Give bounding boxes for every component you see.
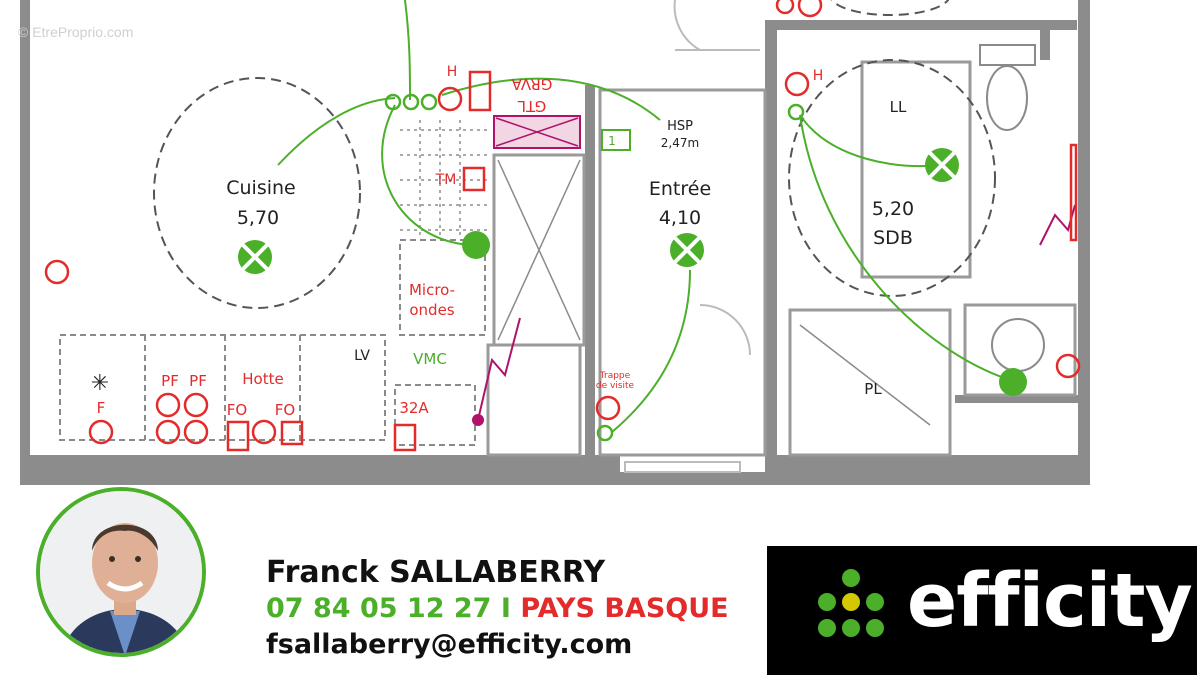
tm-label: TM (435, 172, 457, 188)
floor-plan: Cuisine 5,70 Entrée 4,10 5,20 SDB HSP 2,… (18, 0, 1090, 485)
wiring (277, 0, 1011, 433)
ll-label: LL (890, 98, 907, 116)
entry-area: 4,10 (659, 207, 701, 229)
box-1 (601, 129, 631, 151)
agent-phone[interactable]: 07 84 05 12 27 (266, 593, 492, 624)
kitchen-area: 5,70 (237, 207, 279, 229)
fridge-label: F (97, 399, 106, 417)
efficity-dots-icon (818, 569, 884, 637)
trapdoor-line2: de visite (596, 381, 635, 391)
hood-label: Hotte (242, 370, 283, 388)
vmc-label: VMC (413, 350, 447, 368)
hsp-title: HSP (667, 119, 693, 134)
microwave-line1: Micro- (409, 281, 455, 299)
room-zones (153, 0, 996, 309)
gtl-box (493, 115, 581, 149)
walls (20, 0, 1090, 485)
agent-region: PAYS BASQUE (520, 593, 729, 624)
fo-label-2: FO (275, 401, 295, 419)
fridge-icon: ✳ (91, 371, 109, 396)
lv-label: LV (354, 348, 370, 364)
h-label-2: H (813, 68, 824, 84)
bathroom-name: SDB (873, 227, 913, 249)
light-points (238, 148, 1027, 396)
phone-row: 07 84 05 12 27 I PAYS BASQUE (266, 591, 729, 627)
watermark: © EtreProprio.com (18, 24, 134, 40)
separator: I (491, 593, 521, 624)
agent-avatar (36, 487, 206, 657)
bathroom-area: 5,20 (872, 198, 914, 220)
trapdoor-line1: Trappe (599, 371, 631, 381)
switches (384, 93, 805, 442)
pf-label-1: PF (161, 372, 179, 390)
box-number: 1 (608, 134, 616, 148)
shelving (400, 120, 490, 235)
toilet (979, 44, 1045, 372)
logo-text: efficity (907, 558, 1193, 644)
gtl-label: GTL (517, 97, 546, 115)
kitchen-name: Cuisine (226, 177, 296, 199)
grva-label: GRVA (511, 75, 553, 93)
hsp-value: 2,47m (661, 136, 699, 150)
sockets (44, 0, 1081, 452)
shaft (497, 159, 931, 426)
agent-email[interactable]: fsallaberry@efficity.com (266, 629, 633, 660)
entry-name: Entrée (649, 178, 711, 200)
pf-label-2: PF (189, 372, 207, 390)
contact-block: Franck SALLABERRY 07 84 05 12 27 I PAYS … (266, 555, 729, 663)
microwave-line2: ondes (409, 301, 454, 319)
efficity-logo: efficity (767, 546, 1197, 675)
agent-name: Franck SALLABERRY (266, 555, 606, 590)
breaker-label: 32A (399, 399, 429, 417)
doors (624, 0, 760, 473)
interior-walls (486, 60, 1077, 457)
h-label-1: H (447, 64, 458, 80)
fo-label-1: FO (227, 401, 247, 419)
pl-label: PL (864, 380, 882, 398)
